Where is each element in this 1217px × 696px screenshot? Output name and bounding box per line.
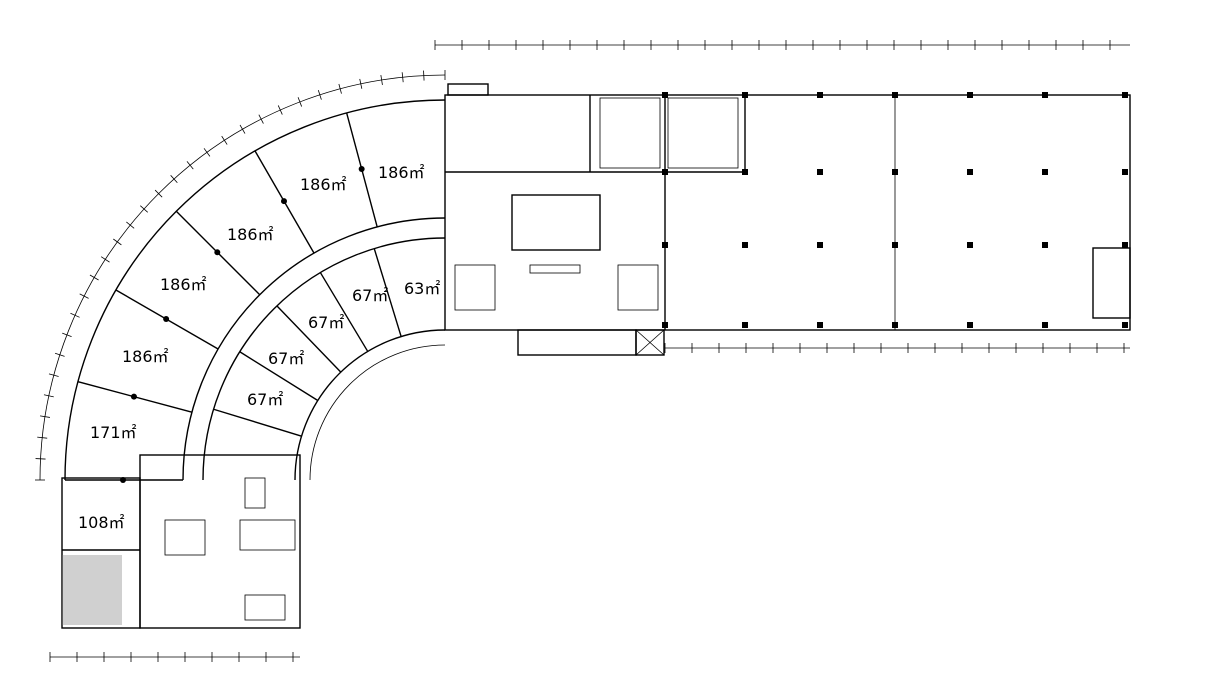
room-area-label: 67㎡ [308,313,344,332]
area-labels: 186㎡ 186㎡ 186㎡ 186㎡ 186㎡ 171㎡ 108㎡ 63㎡ 6… [78,163,440,532]
room-divider [276,305,342,373]
lounge-seating-right [617,264,659,311]
elevator [244,477,266,509]
toilets [667,97,739,169]
arc-wall [309,344,446,481]
room-area-label: 186㎡ [300,175,347,194]
room-area-label: 63㎡ [404,279,440,298]
stair-east [1092,247,1131,319]
room-area-label: 186㎡ [378,163,425,182]
stair-west [239,519,296,551]
room-area-label: 171㎡ [90,423,137,442]
office-furniture [164,519,206,556]
left-wing [61,454,301,629]
meeting-table [244,594,286,621]
arc-wall [294,329,446,481]
arc-wall [182,217,446,481]
room-divider [239,351,319,402]
room-area-label: 67㎡ [247,390,283,409]
lounge-seating-left [454,264,496,311]
arc-wall [202,237,446,481]
room-area-label: 186㎡ [160,275,207,294]
dimension-lines [49,40,1130,662]
room-area-label: 67㎡ [268,349,304,368]
reception-desk [529,264,581,274]
rectangular-wing [444,83,1131,356]
hatched-area [62,555,122,625]
room-divider [213,408,302,437]
room-area-label: 186㎡ [227,225,274,244]
lobby-core [511,194,601,251]
entrance-canopy [517,329,637,356]
curved-wing [35,70,446,483]
stair-core [599,97,661,169]
room-divider [319,272,369,352]
room-area-label: 67㎡ [352,286,388,305]
entry-steps [447,83,489,96]
columns [662,92,1128,328]
room-area-label: 108㎡ [78,513,125,532]
room-divider [373,248,402,337]
room-area-label: 186㎡ [122,347,169,366]
